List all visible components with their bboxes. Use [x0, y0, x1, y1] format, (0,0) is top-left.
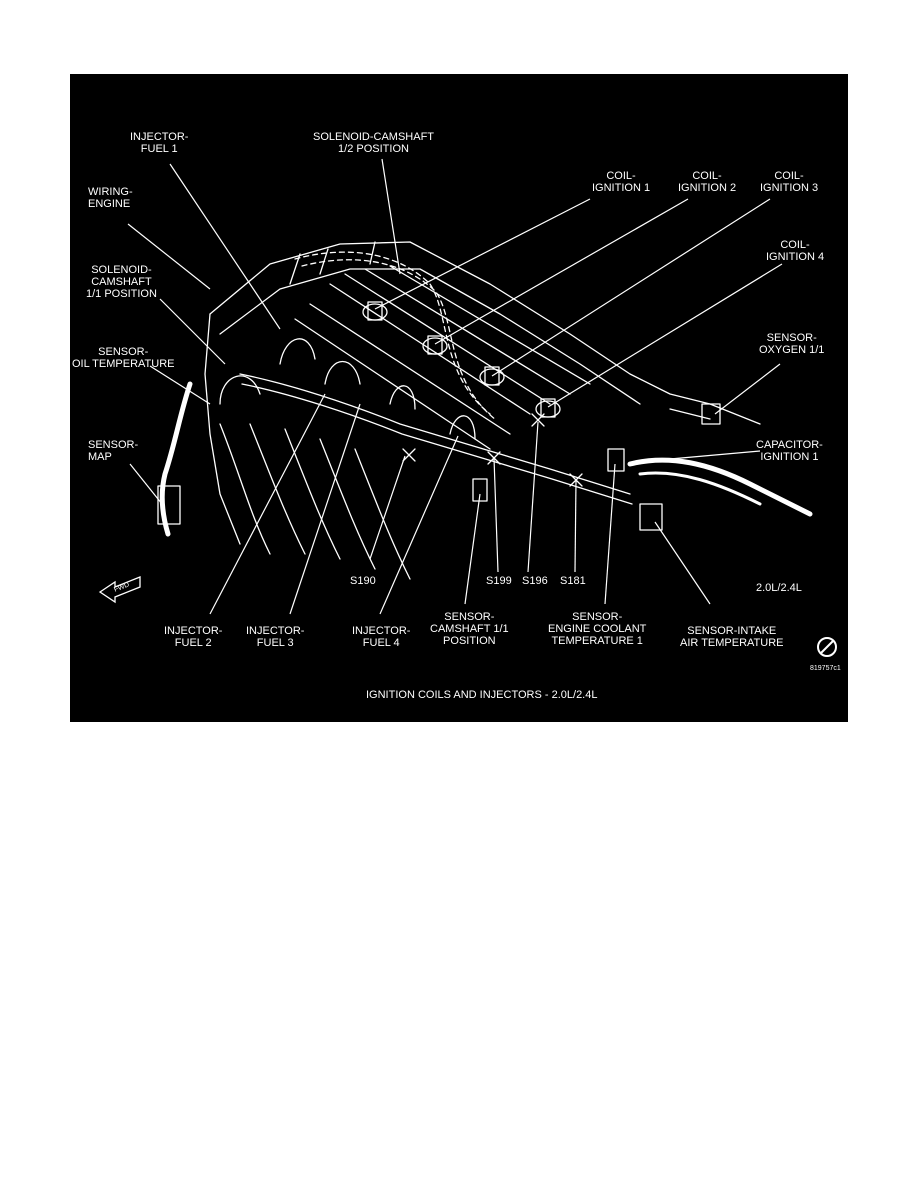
label-sensor-map: SENSOR- MAP [88, 439, 139, 463]
label-injector-fuel-1: INJECTOR- FUEL 1 [130, 131, 189, 155]
label-coil-ignition-2: COIL- IGNITION 2 [678, 170, 737, 194]
label-splice-s181: S181 [560, 575, 586, 587]
label-sensor-camshaft-11: SENSOR- CAMSHAFT 1/1 POSITION [430, 611, 509, 647]
label-wiring-engine: WIRING- ENGINE [88, 186, 133, 210]
figure-id: 819757c1 [810, 665, 841, 672]
label-splice-s199: S199 [486, 575, 512, 587]
label-sensor-oxygen: SENSOR- OXYGEN 1/1 [759, 332, 825, 356]
label-injector-fuel-2: INJECTOR- FUEL 2 [164, 625, 223, 649]
label-solenoid-camshaft-12: SOLENOID-CAMSHAFT 1/2 POSITION [313, 131, 435, 155]
figure-caption: IGNITION COILS AND INJECTORS - 2.0L/2.4L [366, 689, 598, 701]
label-solenoid-camshaft-11: SOLENOID- CAMSHAFT 1/1 POSITION [86, 264, 157, 300]
label-sensor-intake-air-temperature: SENSOR-INTAKE AIR TEMPERATURE [680, 625, 784, 649]
engine-diagram: INJECTOR- FUEL 1 SOLENOID-CAMSHAFT 1/2 P… [70, 74, 848, 722]
label-splice-s190: S190 [350, 575, 376, 587]
label-capacitor-ignition: CAPACITOR- IGNITION 1 [756, 439, 823, 463]
label-splice-s196: S196 [522, 575, 548, 587]
label-injector-fuel-3: INJECTOR- FUEL 3 [246, 625, 305, 649]
label-coil-ignition-4: COIL- IGNITION 4 [766, 239, 825, 263]
label-sensor-oil-temperature: SENSOR- OIL TEMPERATURE [72, 346, 175, 370]
label-injector-fuel-4: INJECTOR- FUEL 4 [352, 625, 411, 649]
label-coil-ignition-3: COIL- IGNITION 3 [760, 170, 819, 194]
label-coil-ignition-1: COIL- IGNITION 1 [592, 170, 651, 194]
engine-illustration [98, 158, 837, 657]
label-engine-size: 2.0L/2.4L [756, 582, 802, 594]
label-sensor-engine-coolant: SENSOR- ENGINE COOLANT TEMPERATURE 1 [548, 611, 647, 647]
